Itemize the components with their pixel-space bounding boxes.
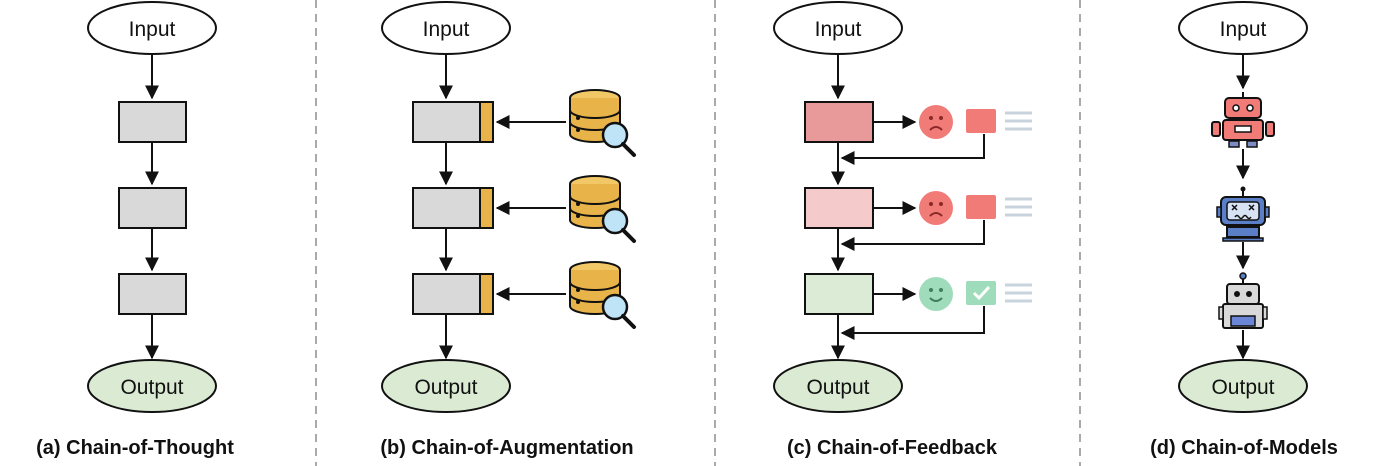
input-label: Input [129, 18, 176, 41]
output-node [87, 359, 217, 413]
input-label: Input [423, 18, 470, 41]
input-node [87, 1, 217, 55]
negative-card-icon [966, 195, 996, 219]
panel-chain-of-models: Input [1150, 1, 1338, 459]
text-lines-icon [1005, 197, 1032, 217]
database-search-icon [569, 261, 636, 329]
negative-card-icon [966, 109, 996, 133]
output-label: Output [806, 376, 869, 399]
panel-chain-of-feedback: Input [773, 1, 1032, 459]
input-node [1178, 1, 1308, 55]
happy-face-icon [919, 277, 953, 311]
output-node [1178, 359, 1308, 413]
text-lines-icon [1005, 283, 1032, 303]
output-node [773, 359, 903, 413]
feedback-step [804, 273, 874, 315]
feedback-loop-arrow [840, 306, 985, 340]
input-label: Input [1220, 18, 1267, 41]
sad-face-icon [919, 191, 953, 225]
augmented-step [412, 273, 481, 315]
feedback-step [804, 101, 874, 143]
sad-face-icon [919, 105, 953, 139]
red-robot-icon [1211, 92, 1275, 148]
augmentation-tab [479, 101, 494, 143]
check-card-icon [966, 281, 996, 305]
augmented-step [412, 101, 481, 143]
output-label: Output [414, 376, 477, 399]
augmented-step [412, 187, 481, 229]
input-label: Input [815, 18, 862, 41]
feedback-loop-arrow [840, 220, 985, 251]
thought-step [118, 187, 187, 229]
thought-step [118, 273, 187, 315]
database-search-icon [569, 175, 636, 243]
gray-robot-icon [1218, 272, 1268, 329]
output-node [381, 359, 511, 413]
panel-caption: (d) Chain-of-Models [1150, 437, 1338, 459]
output-label: Output [1211, 376, 1274, 399]
panel-caption: (a) Chain-of-Thought [36, 437, 234, 459]
database-search-icon [569, 89, 636, 157]
augmentation-tab [479, 187, 494, 229]
input-node [381, 1, 511, 55]
text-lines-icon [1005, 111, 1032, 131]
output-label: Output [120, 376, 183, 399]
panel-chain-of-thought: Input Output (a) Chain-of-Thought [36, 1, 234, 459]
feedback-loop-arrow [840, 134, 985, 165]
blue-robot-icon [1216, 186, 1270, 242]
input-node [773, 1, 903, 55]
panel-caption: (b) Chain-of-Augmentation [380, 437, 633, 459]
feedback-step [804, 187, 874, 229]
panel-chain-of-augmentation: Input [380, 1, 636, 459]
thought-step [118, 101, 187, 143]
panel-caption: (c) Chain-of-Feedback [787, 437, 998, 459]
augmentation-tab [479, 273, 494, 315]
